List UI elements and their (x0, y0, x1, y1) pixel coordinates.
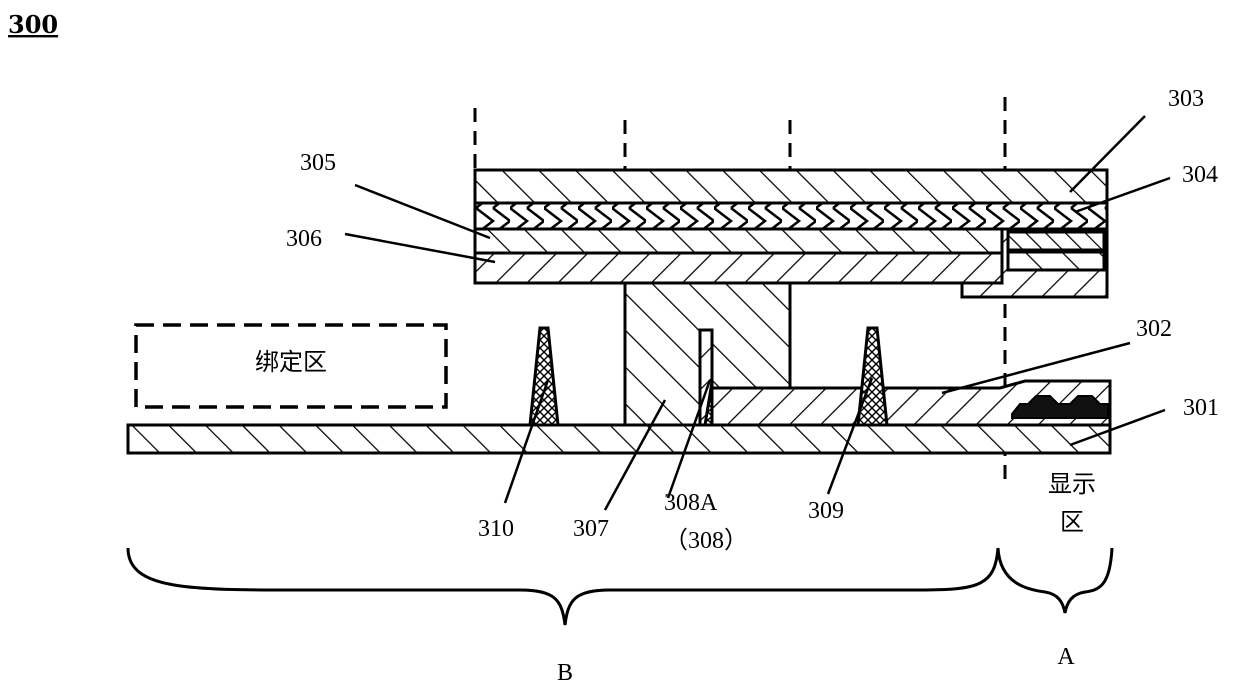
layer-306 (475, 253, 1002, 283)
label-303: 303 (1168, 86, 1204, 112)
label-301: 301 (1183, 395, 1219, 421)
bonding-area-label: 绑定区 (255, 348, 327, 376)
display-area-label-line2: 区 (1060, 508, 1084, 536)
label-305: 305 (300, 150, 336, 176)
figure-number: 300 (8, 10, 58, 39)
layer-304 (475, 203, 1107, 229)
label-309: 309 (808, 498, 844, 524)
brace-region-b (128, 548, 998, 625)
layer-303 (475, 170, 1107, 203)
label-308: （308） (664, 528, 748, 554)
display-area-label-line1: 显示 (1048, 470, 1096, 498)
label-302: 302 (1136, 316, 1172, 342)
layer-305 (475, 229, 1002, 253)
label-306: 306 (286, 226, 322, 252)
leader-306 (345, 234, 495, 262)
region-a-label: A (1057, 644, 1075, 670)
label-310: 310 (478, 516, 514, 542)
display-encap-upper (1008, 232, 1104, 250)
dam-309 (858, 328, 887, 425)
label-304: 304 (1182, 162, 1218, 188)
leader-305 (355, 185, 490, 238)
label-308a: 308A (664, 490, 718, 516)
brace-region-a (998, 548, 1112, 613)
dam-310 (530, 328, 558, 425)
substrate-301 (128, 425, 1110, 453)
label-307: 307 (573, 516, 609, 542)
display-encap-lower (1008, 252, 1104, 270)
region-b-label: B (557, 660, 573, 686)
